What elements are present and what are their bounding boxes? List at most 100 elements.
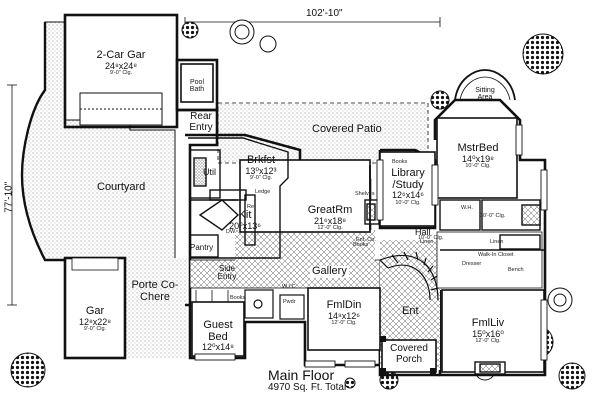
label-linen-hall: Linen bbox=[420, 239, 434, 245]
label-pwdr: Pwdr bbox=[283, 299, 296, 305]
room-covered-patio: Covered Patio bbox=[312, 123, 382, 136]
rooms-fill bbox=[180, 63, 545, 373]
room-name: FmlDin bbox=[326, 299, 362, 311]
room-mstrbed: MstrBed 14⁰x19⁸ 10'-0" Clg. bbox=[450, 142, 506, 170]
room-sitting-area: Sitting Area bbox=[470, 87, 500, 102]
room-fmldin: FmlDin 14⁸x12⁶ 12'-0" Clg. bbox=[316, 299, 372, 327]
room-name: Porte Co-Chere bbox=[131, 279, 179, 303]
courtyard-walls bbox=[20, 22, 65, 262]
room-ceiling: 12'-0" Clg. bbox=[331, 319, 357, 326]
courtyard-area bbox=[21, 21, 187, 358]
label-linen-master: Linen bbox=[490, 239, 504, 245]
room-name: GreatRm bbox=[307, 204, 353, 216]
room-ent: Ent bbox=[402, 305, 419, 318]
plan-title-block: Main Floor 4970 Sq. Ft. Total bbox=[268, 368, 358, 393]
room-name: Sitting Area bbox=[475, 87, 495, 102]
room-ceiling: 9'-0" Clg. bbox=[109, 69, 133, 76]
label-clg-master: 10'-0" Clg. bbox=[480, 213, 506, 219]
label-clg-hall: 10'-0" Clg. bbox=[418, 235, 444, 241]
plan-subtitle: 4970 Sq. Ft. Total bbox=[268, 381, 347, 393]
room-ceiling: 12'-0" Clg. bbox=[317, 224, 343, 231]
room-size: 12⁰x14⁸ bbox=[202, 342, 234, 353]
label-ent-ctr: Ent. Ctr. bbox=[356, 237, 376, 243]
room-gar1: Gar 12⁸x22⁸ 9'-0" Clg. bbox=[70, 305, 120, 333]
room-name: Courtyard bbox=[97, 181, 146, 193]
windows bbox=[194, 124, 548, 368]
room-ceiling: 10'-0" Clg. bbox=[465, 162, 491, 169]
room-name: Util bbox=[203, 167, 216, 177]
room-name: Kit bbox=[238, 209, 252, 221]
room-name: Gallery bbox=[312, 265, 347, 277]
fmlliv-fireplace bbox=[474, 361, 506, 375]
dimension-lines bbox=[7, 17, 441, 306]
room-name: Library /Study bbox=[391, 167, 425, 191]
label-ref: Ref bbox=[247, 204, 256, 210]
room-hall: Hall bbox=[415, 227, 431, 237]
garage-doors bbox=[79, 92, 163, 126]
plan-title: Main Floor bbox=[268, 367, 335, 383]
label-walk-in-closet: Walk-In Closet bbox=[478, 252, 514, 258]
porch-columns bbox=[380, 336, 436, 374]
room-util: Util bbox=[203, 167, 216, 177]
kitchen-area bbox=[188, 137, 289, 259]
room-covered-porch: Covered Porch bbox=[385, 343, 433, 365]
sitting-area-bay bbox=[454, 69, 516, 101]
room-size: 20⁰x13⁶ bbox=[229, 220, 261, 231]
room-size: 14⁰x19⁸ bbox=[462, 153, 494, 164]
room-size: 13⁰x12³ bbox=[245, 165, 277, 176]
room-name: Brkfst bbox=[246, 154, 276, 166]
room-name: Hall bbox=[415, 227, 431, 237]
room-name: Covered Porch bbox=[390, 343, 428, 365]
room-size: 12⁸x22⁸ bbox=[78, 316, 112, 327]
room-porte-cochere: Porte Co-Chere bbox=[130, 279, 180, 303]
room-side-entry: Side Entry bbox=[214, 264, 240, 282]
room-courtyard: Courtyard bbox=[97, 181, 146, 194]
label-dw: DW bbox=[226, 229, 236, 235]
room-name: Guest Bed bbox=[203, 319, 233, 343]
room-name: Covered Patio bbox=[312, 123, 382, 135]
staircase bbox=[379, 251, 439, 301]
room-gallery: Gallery bbox=[310, 265, 349, 278]
room-size: 24⁸x24⁸ bbox=[104, 60, 138, 71]
room-name: Pool Bath bbox=[189, 79, 205, 94]
overall-width-label: 102'-10" bbox=[306, 8, 343, 19]
room-pool-bath: Pool Bath bbox=[182, 79, 212, 94]
room-name: Side Entry bbox=[217, 264, 237, 282]
room-size: 14⁸x12⁶ bbox=[327, 310, 361, 321]
label-books-dining: Books bbox=[353, 242, 369, 248]
room-name: Ent bbox=[402, 305, 419, 317]
room-size: 21⁶x18⁸ bbox=[313, 215, 347, 226]
room-name: MstrBed bbox=[457, 142, 499, 154]
room-rear-entry: Rear Entry bbox=[186, 111, 216, 133]
room-name: 2-Car Gar bbox=[96, 49, 146, 61]
room-size: 12⁶x14⁶ bbox=[392, 190, 424, 201]
room-ceiling: 12'-0" Clg. bbox=[475, 337, 501, 344]
label-wic: W.I.C. bbox=[282, 284, 297, 290]
room-guest-bed: Guest Bed 12⁰x14⁸ bbox=[196, 319, 240, 353]
master-bath bbox=[439, 199, 545, 251]
room-pantry: Pantry bbox=[190, 243, 214, 252]
room-garage2: 2-Car Gar 24⁸x24⁸ 9'-0" Clg. bbox=[88, 49, 154, 77]
room-size: 15⁰x16⁰ bbox=[472, 328, 504, 339]
label-wh: W.H. bbox=[461, 205, 473, 211]
room-greatrm: GreatRm 21⁶x18⁸ 12'-0" Clg. bbox=[300, 204, 360, 232]
room-name: Gar bbox=[85, 305, 105, 317]
room-brkfst: Brkfst 13⁰x12³ 9'-0" Clg. bbox=[236, 154, 286, 182]
room-ceiling: 9'-0" Clg. bbox=[83, 325, 107, 332]
overall-depth-label: 77'-10" bbox=[3, 181, 15, 213]
label-books-gallery: Books bbox=[230, 295, 246, 301]
dining-details bbox=[195, 289, 305, 320]
room-library: Library /Study 12⁶x14⁶ 10'-0" Clg. bbox=[385, 167, 431, 206]
room-kit: Kit 20⁰x13⁶ bbox=[222, 209, 268, 231]
room-ceiling: 10'-0" Clg. bbox=[395, 199, 421, 206]
room-fmlliv: FmlLiv 15⁰x16⁰ 12'-0" Clg. bbox=[460, 317, 516, 345]
label-bench: Bench bbox=[508, 267, 524, 273]
room-name: Pantry bbox=[190, 243, 214, 252]
room-name: FmlLiv bbox=[471, 317, 505, 329]
label-ledge: Ledge bbox=[255, 189, 271, 195]
label-dresser: Dresser bbox=[462, 261, 482, 267]
label-books-library: Books bbox=[392, 159, 408, 165]
gar1-walls bbox=[63, 256, 127, 360]
room-ceiling: 9'-0" Clg. bbox=[249, 174, 273, 181]
